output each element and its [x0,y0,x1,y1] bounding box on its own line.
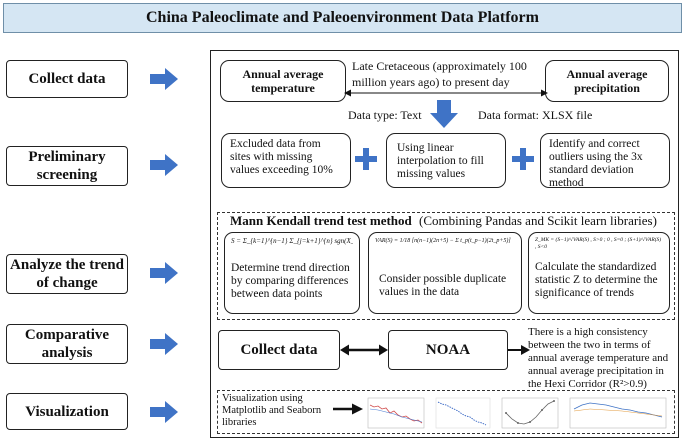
platform-title: China Paleoclimate and Paleoenvironment … [146,9,539,26]
precipitation-label: Annual average precipitation [566,67,648,95]
annual-temperature-box: Annual average temperature [220,60,346,102]
thumbnail-plot [364,395,426,433]
comparison-conclusion: There is a high consistency between the … [528,326,669,390]
mann-kendall-section [217,212,675,320]
double-arrow-icon [344,89,548,97]
down-arrow-icon [430,100,458,128]
compare-collect-data-box: Collect data [218,330,340,370]
stage-label: Comparative analysis [24,327,110,361]
thumbnail-plot [432,395,492,433]
trend-card-statistic-s: S = Σ_{k=1}^{n−1} Σ_{j=k+1}^{n} sgn(X_j … [224,232,360,314]
right-arrow-icon [508,345,530,355]
right-arrow-icon [150,68,178,90]
stage-label: Visualization [25,403,109,420]
trend-card-variance: VAR(S) = 1/18 [n(n−1)(2n+5) − Σ t_p(t_p−… [368,232,522,314]
method-note: (Combining Pandas and Scikit learn libra… [419,213,657,228]
stage-label: Preliminary screening [28,149,106,183]
visualization-text: Visualization using Matplotlib and Seabo… [222,393,322,428]
stage-analyze-trend: Analyze the trend of change [6,254,128,294]
stage-comparative-analysis: Comparative analysis [6,324,128,364]
platform-header: China Paleoclimate and Paleoenvironment … [3,3,682,33]
stage-collect-data: Collect data [6,60,128,98]
stage-preliminary-screening: Preliminary screening [6,146,128,186]
stage-label: Analyze the trend of change [10,257,124,291]
right-arrow-icon [150,333,178,355]
formula-variance: VAR(S) = 1/18 [n(n−1)(2n+5) − Σ t_p(t_p−… [375,238,511,244]
thumbnail-plot [566,395,670,433]
thumbnail-plot [498,395,560,433]
trend-description: Calculate the standardized statistic Z t… [535,261,658,299]
time-period-text: Late Cretaceous (approximately 100 milli… [352,59,527,89]
screening-step-interpolation: Using linear interpolation to fill missi… [386,133,506,188]
stage-visualization: Visualization [6,393,128,430]
plus-icon [355,148,377,170]
compare-collect-label: Collect data [240,341,318,358]
right-arrow-icon [150,154,178,176]
method-name: Mann Kendall trend test method [230,213,412,228]
stage-label: Collect data [28,71,106,87]
visualization-section [217,390,675,434]
plus-icon [512,148,534,170]
double-arrow-icon [340,344,388,356]
annual-precipitation-box: Annual average precipitation [545,60,669,102]
screening-step-outliers: Identify and correct outliers using the … [540,133,670,189]
formula-z: Z_MK = (S−1)/√VAR(S) , S>0 ; 0 , S=0 ; (… [535,237,662,250]
data-format-text: Data format: XLSX file [478,108,593,122]
data-type-text: Data type: Text [348,108,422,122]
mann-kendall-title: Mann Kendall trend test method (Combinin… [230,212,657,230]
screening-step-missing-values: Excluded data from sites with missing va… [221,133,351,188]
right-arrow-icon [150,401,178,423]
noaa-box: NOAA [388,330,508,370]
right-arrow-icon [150,262,178,284]
trend-description: Determine trend direction by comparing d… [231,262,350,300]
right-arrow-icon [333,403,363,415]
noaa-label: NOAA [425,341,471,358]
trend-card-z-statistic: Z_MK = (S−1)/√VAR(S) , S>0 ; 0 , S=0 ; (… [528,232,670,314]
temperature-label: Annual average temperature [242,67,324,95]
formula-s: S = Σ_{k=1}^{n−1} Σ_{j=k+1}^{n} sgn(X_j … [231,237,353,245]
trend-description: Consider possible duplicate values in th… [379,273,507,298]
